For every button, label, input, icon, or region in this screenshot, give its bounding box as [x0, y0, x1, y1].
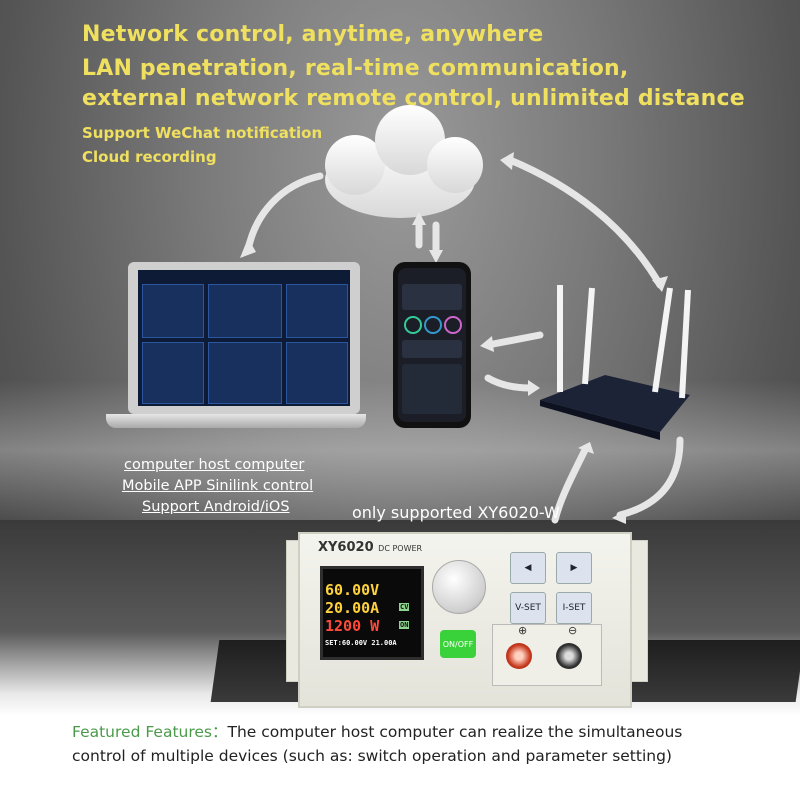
- status-panel: [142, 342, 204, 404]
- app-chart: [402, 284, 462, 310]
- negative-terminal: [556, 643, 582, 669]
- chart-panel: [142, 284, 204, 338]
- laptop-screen: [128, 262, 360, 414]
- arrow-phone-router-right: [484, 374, 534, 392]
- terminal-minus-label: ⊖: [568, 624, 578, 637]
- featured-label: Featured Features：: [72, 723, 228, 741]
- voltage-gauge: [404, 316, 422, 334]
- laptop-base: [106, 414, 366, 428]
- settings-panel: [286, 284, 348, 338]
- left-arrow-button[interactable]: ◀: [510, 552, 546, 584]
- smartphone: [393, 262, 471, 428]
- power-gauge: [444, 316, 462, 334]
- right-arrow-button[interactable]: ▶: [556, 552, 592, 584]
- lcd-voltage: 60.00V: [325, 581, 380, 599]
- app-controls: [402, 340, 462, 358]
- lcd-power: 1200 W: [325, 617, 380, 635]
- current-set-button[interactable]: I-SET: [556, 592, 592, 624]
- voltage-set-button[interactable]: V-SET: [510, 592, 546, 624]
- arrow-router-device-right: [616, 436, 684, 519]
- note-host-computer: computer host computer: [124, 457, 305, 473]
- note-mobile-app: Mobile APP Sinilink control: [122, 478, 314, 494]
- app-settings-grid: [402, 364, 462, 414]
- power-toggle-button[interactable]: ON/OFF: [440, 630, 476, 658]
- arrow-cloud-laptop: [244, 172, 324, 254]
- lcd-set-line: SET:60.00V 21.00A: [325, 639, 397, 647]
- device-model: XY6020 DC POWER: [318, 540, 423, 555]
- cloud-icon: [325, 105, 483, 218]
- headline-line-2: LAN penetration, real-time communication…: [82, 56, 629, 81]
- terminal-plus-label: ⊕: [518, 624, 528, 637]
- phone-app-screen: [398, 268, 466, 422]
- device-panel: [208, 284, 282, 338]
- readout-panel: [208, 342, 282, 404]
- arrow-router-device: [551, 446, 589, 524]
- router-icon: [540, 285, 691, 440]
- lcd-display: 60.00V 20.00A 1200 W SET:60.00V 21.00A C…: [320, 566, 424, 660]
- subline-wechat: Support WeChat notification: [82, 124, 323, 142]
- featured-description: Featured Features：The computer host comp…: [72, 720, 732, 768]
- headline-line-1: Network control, anytime, anywhere: [82, 22, 544, 47]
- arrow-phone-router-left: [484, 331, 544, 349]
- subline-cloud: Cloud recording: [82, 148, 217, 166]
- host-software-window: [138, 270, 350, 406]
- lcd-on-badge: ON: [399, 621, 410, 629]
- note-android-ios: Support Android/iOS: [142, 499, 290, 515]
- lcd-cv-badge: CV: [399, 603, 410, 611]
- arrow-cloud-router: [506, 156, 664, 289]
- encoder-knob[interactable]: [432, 560, 486, 614]
- featured-text: The computer host computer can realize t…: [72, 723, 683, 765]
- positive-terminal: [506, 643, 532, 669]
- slider-panel: [286, 342, 348, 404]
- current-gauge: [424, 316, 442, 334]
- lcd-current: 20.00A: [325, 599, 380, 617]
- support-note: only supported XY6020-W: [352, 503, 560, 522]
